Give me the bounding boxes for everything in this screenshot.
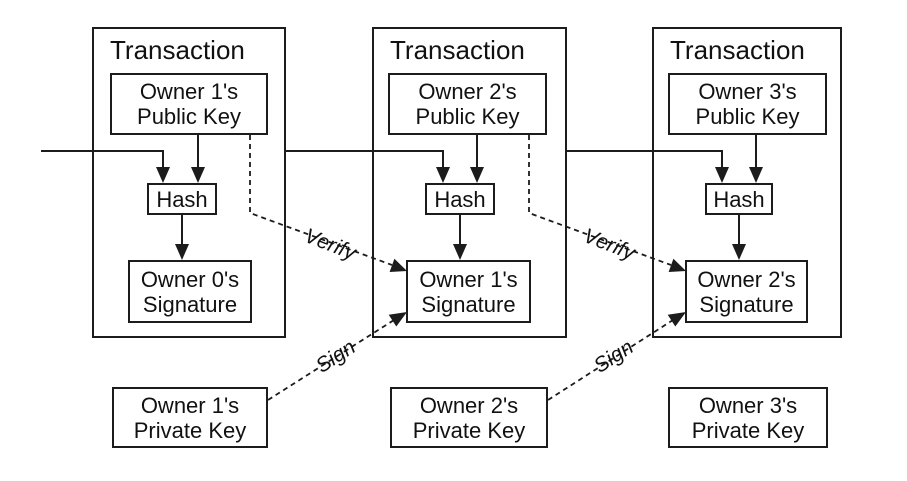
private-key-box-2: Owner 2's Private Key <box>390 387 548 448</box>
signature-box-1: Owner 0's Signature <box>128 260 252 323</box>
arrow-down-into-hash3-left <box>715 167 729 183</box>
chain-line-segment-3 <box>567 150 723 169</box>
sign-arrowhead-2 <box>667 312 686 327</box>
private-key3-line2: Private Key <box>691 417 805 443</box>
signature1-line1: Owner 0's <box>140 266 240 292</box>
verify-arrowhead-1 <box>389 258 407 272</box>
private-key1-line1: Owner 1's <box>140 392 240 418</box>
arrow-down-into-hash1-right <box>191 167 205 183</box>
arrow-down-into-signature1 <box>175 244 189 260</box>
public-key3-line2: Public Key <box>695 104 800 129</box>
hash3-label: Hash <box>713 186 765 212</box>
public-key-box-1: Owner 1's Public Key <box>110 73 268 135</box>
hash-box-2: Hash <box>425 183 495 215</box>
transaction-box-3: Transaction <box>652 27 842 338</box>
public-key-box-2: Owner 2's Public Key <box>388 73 547 135</box>
arrow-down-into-hash3-right <box>749 167 763 183</box>
arrow-down-into-hash1-left <box>156 167 170 183</box>
chain-line-segment-1 <box>41 150 164 169</box>
transaction2-title: Transaction <box>390 35 525 65</box>
transaction3-title: Transaction <box>670 35 805 65</box>
private-key2-line2: Private Key <box>412 417 526 443</box>
public-key3-line1: Owner 3's <box>698 79 797 104</box>
signature1-line2: Signature <box>142 291 238 317</box>
arrow-down-into-hash2-left <box>436 167 450 183</box>
public-key1-line1: Owner 1's <box>139 79 239 104</box>
transaction-box-2: Transaction <box>372 27 567 338</box>
signature3-line1: Owner 2's <box>697 266 796 292</box>
sign-arrowhead-1 <box>388 312 407 327</box>
signature2-line2: Signature <box>421 291 516 317</box>
sign-dashed-line-1 <box>267 319 395 401</box>
verify-arrowhead-2 <box>668 258 686 272</box>
public-key-box-3: Owner 3's Public Key <box>668 73 827 135</box>
private-key-box-3: Owner 3's Private Key <box>668 387 828 448</box>
signature-box-3: Owner 2's Signature <box>685 260 808 323</box>
public-key1-line2: Public Key <box>137 104 241 129</box>
private-key2-line1: Owner 2's <box>419 392 519 418</box>
chain-line-segment-2 <box>286 150 444 169</box>
signature2-line1: Owner 1's <box>419 266 518 292</box>
transaction-box-1: Transaction <box>92 27 286 338</box>
signature3-line2: Signature <box>699 291 794 317</box>
arrow-down-into-hash2-right <box>470 167 484 183</box>
arrow-down-into-signature3 <box>732 244 746 260</box>
hash2-label: Hash <box>434 186 486 212</box>
private-key1-line2: Private Key <box>133 417 247 443</box>
public-key2-line1: Owner 2's <box>418 79 517 104</box>
hash-box-3: Hash <box>705 183 773 215</box>
public-key2-line2: Public Key <box>415 104 520 129</box>
sign-dashed-line-2 <box>547 319 674 401</box>
private-key3-line1: Owner 3's <box>698 392 798 418</box>
private-key-box-1: Owner 1's Private Key <box>112 387 268 448</box>
transaction1-title: Transaction <box>110 35 245 65</box>
hash1-label: Hash <box>156 186 208 212</box>
signature-box-2: Owner 1's Signature <box>406 260 531 323</box>
hash-box-1: Hash <box>147 183 217 215</box>
arrow-down-into-signature2 <box>453 244 467 260</box>
